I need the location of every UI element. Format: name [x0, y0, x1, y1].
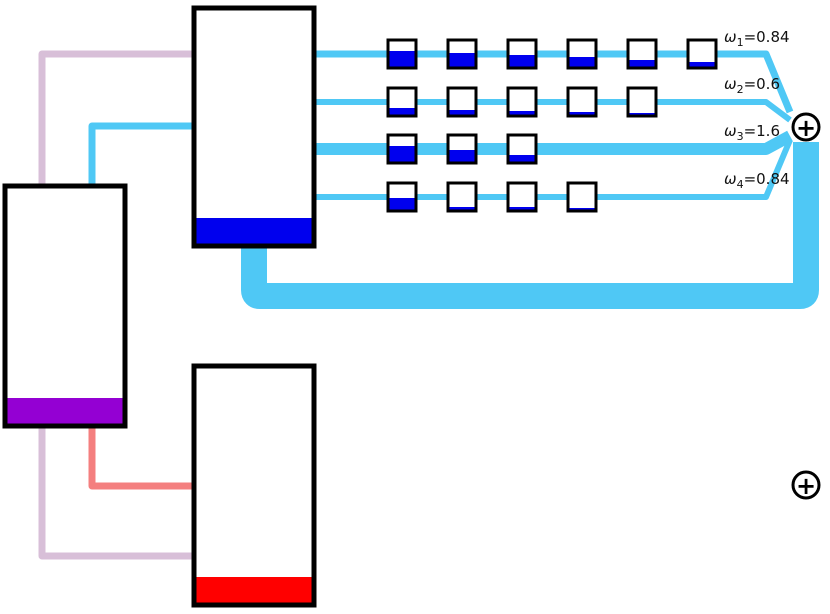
- weight-subscript-2: 2: [736, 83, 744, 96]
- weight-label-4: ω4=0.84: [724, 170, 790, 191]
- compartment-4-2-background: [448, 183, 476, 211]
- weight-label-3: ω3=1.6: [724, 122, 780, 143]
- weight-value-2: =0.6: [743, 75, 780, 93]
- chain-pipe-2-tail: [755, 99, 792, 123]
- tank-left-level: [7, 398, 123, 424]
- compartment-3-3: [506, 133, 538, 165]
- compartment-2-4: [566, 86, 598, 118]
- chain-pipe-1-tail: [755, 50, 794, 114]
- tank-upper-level: [196, 218, 312, 244]
- feedback-pipe: [241, 142, 819, 309]
- compartment-2-3-level: [509, 111, 535, 115]
- compartment-4-4: [566, 181, 598, 213]
- weight-subscript-3: 3: [736, 130, 744, 143]
- compartment-3-1-level: [389, 146, 415, 162]
- compartment-1-5: [626, 38, 658, 70]
- weight-label-1: ω1=0.84: [724, 28, 790, 49]
- weight-symbol-4: ω: [724, 170, 737, 188]
- compartment-2-5-background: [628, 88, 656, 116]
- tank-lower-outline: [191, 363, 317, 608]
- compartment-1-2-level: [449, 53, 475, 67]
- sum-junction-idle-circle: [791, 470, 821, 500]
- weight-value-3: =1.6: [743, 122, 780, 140]
- salmon-pipe: [88, 426, 194, 490]
- weight-subscript-4: 4: [736, 178, 744, 191]
- weight-symbol-1: ω: [724, 28, 737, 46]
- weight-value-4: =0.84: [743, 170, 790, 188]
- compartment-1-5-level: [629, 60, 655, 67]
- compartment-4-1: [386, 181, 418, 213]
- tank-upper: [191, 5, 317, 249]
- compartment-1-1-level: [389, 51, 415, 67]
- compartment-4-4-background: [568, 183, 596, 211]
- compartment-2-3: [506, 86, 538, 118]
- compartment-4-2-level: [449, 207, 475, 210]
- compartment-2-4-level: [569, 112, 595, 115]
- tank-upper-outline: [191, 5, 317, 249]
- sum-junction-active-circle: [791, 112, 821, 142]
- compartment-1-3-level: [509, 55, 535, 67]
- compartment-4-4-level: [569, 208, 595, 210]
- weight-symbol-2: ω: [724, 75, 737, 93]
- compartment-4-3: [506, 181, 538, 213]
- flow-pipes: [38, 50, 819, 560]
- compartment-2-5-level: [629, 113, 655, 115]
- compartment-1-2: [446, 38, 478, 70]
- tank-lower-level: [196, 577, 312, 603]
- tank-lower: [191, 363, 317, 608]
- blue-pipe-left: [88, 122, 194, 186]
- chain-pipe-4-tail: [755, 138, 793, 200]
- delay-chains: [386, 38, 718, 213]
- compartment-4-3-level: [509, 207, 535, 210]
- compartment-4-2: [446, 181, 478, 213]
- compartment-3-2-level: [449, 150, 475, 162]
- lilac-pipe-top: [38, 50, 194, 186]
- weight-subscript-1: 1: [736, 36, 744, 49]
- sum-junction-idle: +: [791, 470, 821, 500]
- weight-value-1: =0.84: [743, 28, 790, 46]
- compartment-4-1-level: [389, 198, 415, 210]
- compartment-3-1: [386, 133, 418, 165]
- compartment-3-2: [446, 133, 478, 165]
- lilac-pipe-bottom: [38, 426, 194, 560]
- compartment-1-1: [386, 38, 418, 70]
- sum-junction-active: +: [791, 112, 821, 142]
- compartment-2-2-level: [449, 110, 475, 115]
- compartment-1-6-level: [689, 62, 715, 67]
- compartment-2-5: [626, 86, 658, 118]
- compartment-1-3: [506, 38, 538, 70]
- compartment-2-1: [386, 86, 418, 118]
- weight-label-2: ω2=0.6: [724, 75, 780, 96]
- compartment-1-4: [566, 38, 598, 70]
- tank-left: [2, 183, 128, 429]
- compartment-2-4-background: [568, 88, 596, 116]
- sum-junction-active-glyph: +: [796, 114, 816, 142]
- weight-symbol-3: ω: [724, 122, 737, 140]
- tank-left-outline: [2, 183, 128, 429]
- compartment-3-3-level: [509, 155, 535, 162]
- sum-junction-idle-glyph: +: [796, 472, 816, 500]
- compartment-1-6: [686, 38, 718, 70]
- compartment-2-1-level: [389, 108, 415, 115]
- chain-pipe-3-tail: [755, 130, 793, 155]
- compartment-4-3-background: [508, 183, 536, 211]
- compartment-1-4-level: [569, 57, 595, 67]
- compartment-2-2: [446, 86, 478, 118]
